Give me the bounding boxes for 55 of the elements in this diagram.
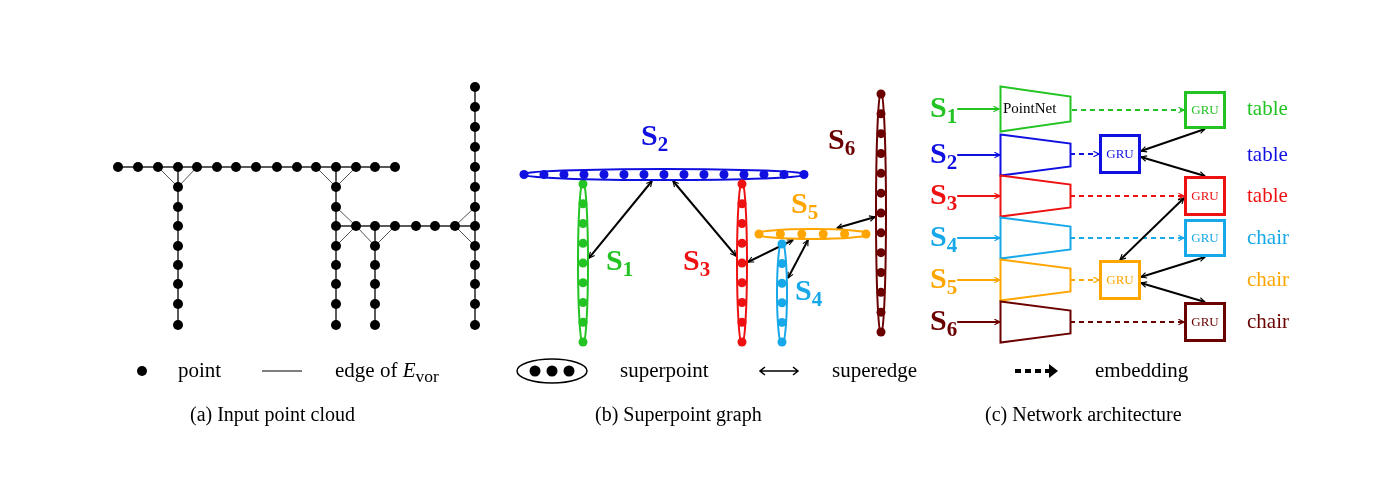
- double-arrow: [1140, 155, 1206, 178]
- arrow: [956, 234, 1001, 242]
- double-arrow: [672, 180, 737, 257]
- double-arrow: [1119, 197, 1185, 261]
- legend-label: superpoint: [620, 360, 709, 381]
- superpoint-label: S$_{6}$: [828, 124, 856, 159]
- dashed-arrow: [1069, 234, 1185, 242]
- dashed-arrow: [1069, 150, 1100, 158]
- dashed-arrow: [1069, 318, 1185, 326]
- superpoint-label: S$_{1}$: [930, 92, 958, 127]
- gru-block: GRU: [1184, 219, 1226, 257]
- class-label: chair: [1247, 227, 1289, 248]
- gru-block: GRU: [1184, 302, 1226, 342]
- double-arrow: [787, 239, 809, 279]
- superpoint-label: S$_{3}$: [683, 245, 711, 280]
- arrow: [956, 318, 1001, 326]
- superpoint-label: S$_{2}$: [641, 120, 669, 155]
- legend-label: edge of E$_{vor}$: [335, 360, 439, 386]
- gru-block: GRU: [1184, 176, 1226, 216]
- superpoint-label: S$_{4}$: [795, 275, 823, 310]
- class-label: table: [1247, 144, 1288, 165]
- panel-caption: (a) Input point cloud: [190, 404, 355, 424]
- double-arrow: [1140, 127, 1206, 153]
- double-arrow: [1140, 281, 1206, 304]
- superpoint-label: S$_{2}$: [930, 138, 958, 173]
- arrow: [956, 151, 1001, 159]
- legend-label: superedge: [832, 360, 918, 381]
- superpoint-label: S$_{6}$: [930, 305, 958, 340]
- class-label: chair: [1247, 311, 1289, 332]
- gru-block: GRU: [1099, 260, 1141, 300]
- double-arrow: [1140, 255, 1206, 279]
- panel-caption: (c) Network architecture: [985, 404, 1182, 424]
- superpoint-label: S$_{5}$: [791, 188, 819, 223]
- superpoint-label: S$_{1}$: [606, 245, 634, 280]
- class-label: table: [1247, 98, 1288, 119]
- superpoint-label: S$_{4}$: [930, 221, 958, 256]
- dashed-arrow: [1069, 276, 1100, 284]
- superpoint-label: S$_{3}$: [930, 179, 958, 214]
- double-arrow: [588, 180, 653, 259]
- class-label: chair: [1247, 269, 1289, 290]
- dashed-arrow: [1069, 192, 1185, 200]
- arrow: [956, 192, 1001, 200]
- double-arrow: [747, 239, 794, 263]
- panel-caption: (b) Superpoint graph: [595, 404, 762, 424]
- class-label: table: [1247, 185, 1288, 206]
- legend-label: embedding: [1095, 360, 1189, 381]
- arrow: [956, 105, 1000, 113]
- encoder-name: PointNet: [1003, 100, 1057, 117]
- dashed-arrow: [1071, 106, 1185, 114]
- legend-label: point: [178, 360, 222, 381]
- arrow: [956, 276, 1001, 284]
- gru-block: GRU: [1184, 91, 1226, 129]
- double-arrow: [836, 215, 876, 230]
- superpoint-label: S$_{5}$: [930, 263, 958, 298]
- gru-block: GRU: [1099, 134, 1141, 174]
